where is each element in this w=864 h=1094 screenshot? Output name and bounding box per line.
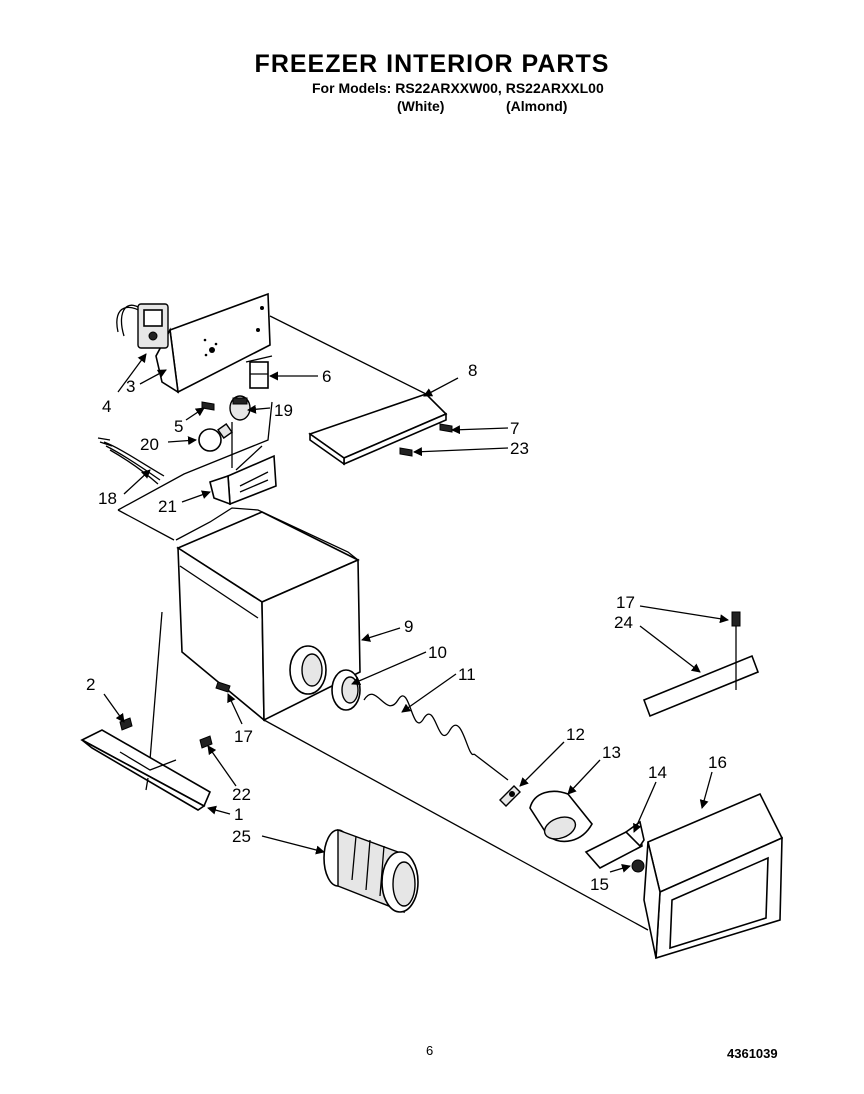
callout-21: 21 xyxy=(158,497,177,516)
callout-8: 8 xyxy=(468,361,477,380)
callout-19: 19 xyxy=(274,401,293,420)
callout-5: 5 xyxy=(174,417,183,436)
callout-1: 1 xyxy=(234,805,243,824)
ring-part xyxy=(331,669,361,711)
callout-13: 13 xyxy=(602,743,621,762)
models-line: For Models: RS22ARXXW00, RS22ARXXL00 xyxy=(312,80,604,96)
callout-11: 11 xyxy=(458,665,476,684)
page-title: FREEZER INTERIOR PARTS xyxy=(254,50,610,78)
callout-15: 15 xyxy=(590,875,609,894)
callout-2: 2 xyxy=(86,675,95,694)
callout-labels: 4 3 5 6 8 19 7 23 20 18 21 9 10 11 12 13… xyxy=(86,361,727,894)
callout-4: 4 xyxy=(102,397,111,416)
callout-25: 25 xyxy=(232,827,251,846)
callout-3: 3 xyxy=(126,377,135,396)
light-bulb-part xyxy=(198,423,233,452)
nut-part xyxy=(631,859,645,873)
mounting-bracket-part xyxy=(80,717,213,811)
lamp-socket-part xyxy=(229,395,251,421)
callout-17-bottom: 17 xyxy=(234,727,253,746)
switch-clip-part xyxy=(245,355,273,389)
callout-17-top: 17 xyxy=(616,593,635,612)
tube-part xyxy=(323,828,419,914)
motor-part xyxy=(116,303,169,349)
terminal-block-part xyxy=(209,445,277,506)
callout-9: 9 xyxy=(404,617,413,636)
leader-lines xyxy=(103,353,729,873)
trim-strip-part xyxy=(642,611,760,718)
chute-part xyxy=(529,790,593,843)
callout-14: 14 xyxy=(648,763,667,782)
callout-18: 18 xyxy=(98,489,117,508)
callout-10: 10 xyxy=(428,643,447,662)
callout-20: 20 xyxy=(140,435,159,454)
blade-part xyxy=(499,785,521,807)
page-number: 6 xyxy=(426,1043,434,1058)
callout-23: 23 xyxy=(510,439,529,458)
callout-7: 7 xyxy=(510,419,519,438)
cover-plate-part xyxy=(308,393,448,466)
callout-6: 6 xyxy=(322,367,331,386)
callout-16: 16 xyxy=(708,753,727,772)
wire-harness-part xyxy=(97,437,165,485)
callout-24: 24 xyxy=(614,613,633,632)
color-almond-label: (Almond) xyxy=(506,98,568,114)
callout-12: 12 xyxy=(566,725,585,744)
auger-spring-part xyxy=(363,693,509,781)
document-number: 4361039 xyxy=(727,1046,778,1061)
screw-part-5 xyxy=(201,401,215,411)
front-housing-part xyxy=(643,792,784,960)
callout-22: 22 xyxy=(232,785,251,804)
color-white-label: (White) xyxy=(397,98,445,114)
